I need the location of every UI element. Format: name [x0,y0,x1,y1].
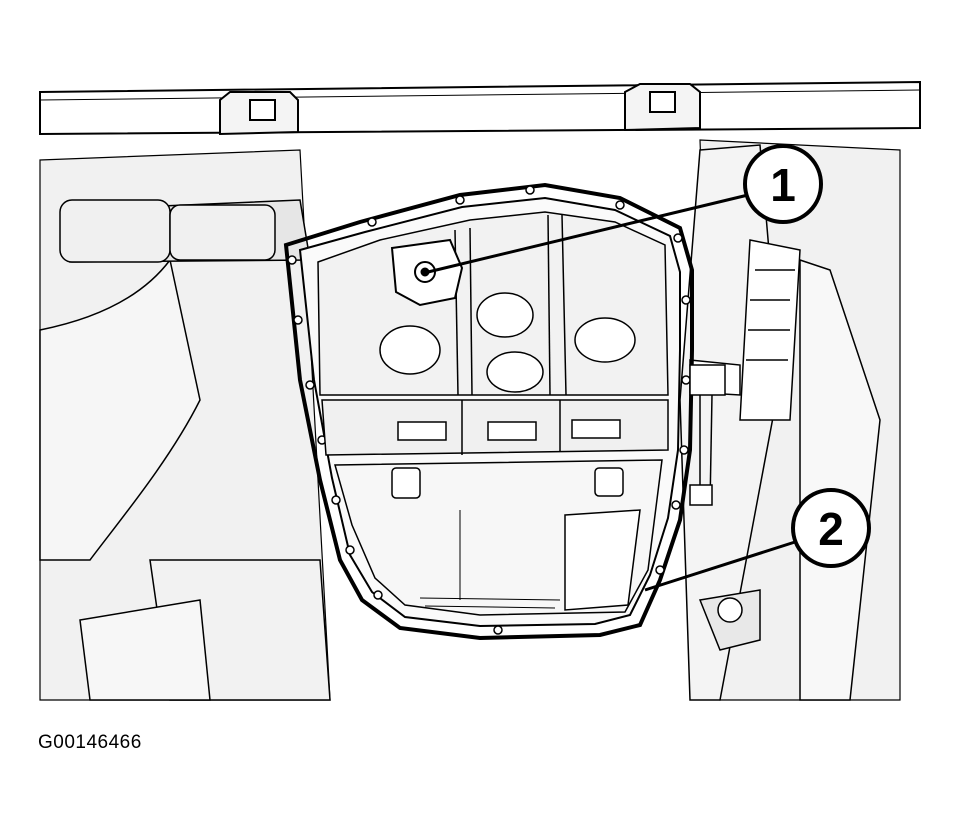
svg-text:1: 1 [770,159,796,211]
callout-1-leader [427,193,749,274]
crossmember-beam [39,80,921,136]
oil-pan [283,182,694,641]
callout-2-leader [644,540,796,592]
figure-id-label: G00146466 [38,732,142,753]
pan-bracket [689,364,726,506]
callout-1: 1 [743,144,823,224]
left-frame-rail [39,199,331,701]
svg-text:2: 2 [818,503,844,555]
callout-2: 2 [791,488,871,568]
flange-bolts [287,185,691,635]
right-frame-rail [679,144,881,701]
oil-pan-gasket [283,182,694,641]
